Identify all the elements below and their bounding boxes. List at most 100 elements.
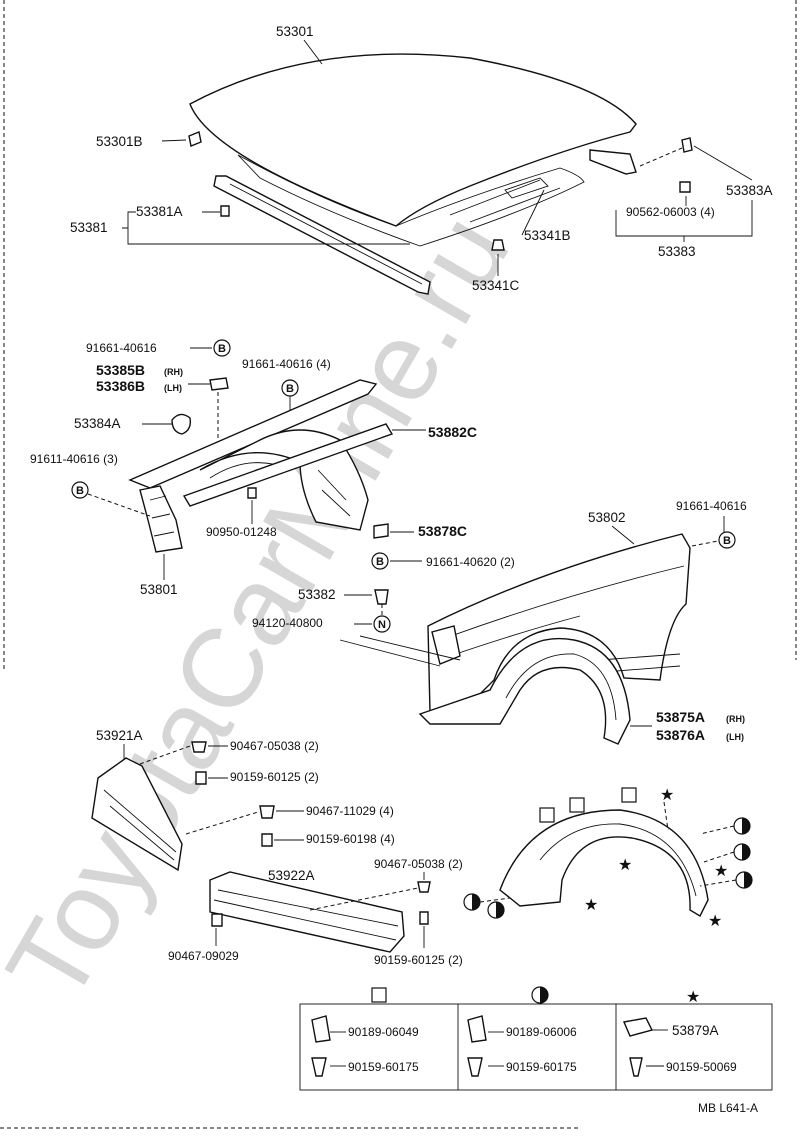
nut-90467-05038-b [417, 881, 431, 893]
label-94120-40800: 94120-40800 [252, 616, 323, 630]
fastener-legend [299, 1003, 773, 1091]
clip-53384A [171, 413, 192, 435]
body-edge [339, 635, 461, 667]
nut-mark-n [373, 615, 391, 633]
star-mark: ★ [584, 897, 598, 914]
label-90159-60125-c: 90159-60125 (2) [374, 953, 463, 967]
label-53385B: 53385B [96, 362, 145, 378]
diamond-mark [539, 807, 555, 823]
screw-90159-60198 [261, 833, 273, 847]
screw-90159-60125-b [419, 911, 429, 925]
star-mark: ★ [714, 863, 728, 880]
svg-text:B: B [723, 535, 731, 547]
svg-text:B: B [286, 383, 294, 395]
half-circle-mark [487, 901, 505, 919]
label-53386B: 53386B [96, 378, 145, 394]
star-mark: ★ [660, 787, 674, 804]
half-circle-mark [463, 893, 481, 911]
legend-col3-b: 90159-50069 [666, 1060, 737, 1074]
diagram-code: MB L641-A [698, 1101, 758, 1115]
label-91661-40616-a: 91661-40616 [86, 341, 157, 355]
legend-col2-b: 90159-60175 [506, 1060, 577, 1074]
bolt-mark-b [71, 481, 89, 499]
bolt-mark-b [371, 552, 389, 570]
label-91611-40616: 91611-40616 (3) [30, 452, 118, 466]
legend-star-header: ★ [686, 989, 700, 1006]
diamond-mark [569, 797, 585, 813]
legend-clip-icon [311, 1015, 331, 1043]
label-53381: 53381 [70, 220, 108, 235]
hood-bumper-53301B [188, 131, 202, 147]
label-91661-40616-d: 91661-40616 [676, 499, 747, 513]
svg-text:(LH): (LH) [164, 383, 182, 393]
shield-53882C [182, 423, 394, 507]
label-53341B: 53341B [524, 228, 571, 243]
diamond-mark [621, 787, 637, 803]
svg-text:(RH): (RH) [726, 714, 745, 724]
star-mark: ★ [708, 913, 722, 930]
label-53876A: 53876A [656, 727, 705, 743]
half-circle-mark [733, 843, 751, 861]
label-53341C: 53341C [472, 278, 520, 293]
fender-liner-53875A [418, 637, 631, 745]
label-90467-09029: 90467-09029 [168, 949, 239, 963]
legend-screw-icon [467, 1057, 483, 1077]
hood-hinge-53383 [589, 137, 693, 193]
label-53882C: 53882C [428, 424, 477, 440]
label-53878C: 53878C [418, 523, 467, 539]
nut-90467-11029 [259, 805, 275, 819]
label-53801: 53801 [140, 582, 178, 597]
hood-seal-53381 [213, 175, 431, 295]
svg-text:N: N [378, 619, 386, 631]
hood-panel [189, 53, 637, 247]
label-53382: 53382 [298, 587, 336, 602]
bolt-mark-b [213, 339, 231, 357]
clip-53381A [220, 205, 230, 217]
label-90562-06003: 90562-06003 (4) [626, 205, 715, 219]
label-53383: 53383 [658, 244, 696, 259]
legend-screw-icon [311, 1057, 327, 1077]
svg-text:B: B [376, 556, 384, 568]
label-90467-11029: 90467-11029 (4) [306, 804, 394, 818]
legend-col3-a: 53879A [672, 1023, 719, 1038]
nut-90467-05038 [191, 741, 207, 753]
label-53384A: 53384A [74, 416, 121, 431]
label-53383A: 53383A [726, 183, 773, 198]
label-91661-40620: 91661-40620 (2) [426, 555, 515, 569]
legend-col1-a: 90189-06049 [348, 1025, 419, 1039]
label-90159-60125-a: 90159-60125 (2) [230, 770, 319, 784]
legend-clip-53879A-icon [623, 1017, 654, 1037]
legend-diamond-header [371, 987, 387, 1003]
label-90159-60198: 90159-60198 (4) [306, 832, 395, 846]
label-53301: 53301 [276, 24, 314, 39]
bumper-retainer-53921A [91, 757, 183, 872]
label-91661-40616-b: 91661-40616 (4) [242, 357, 331, 371]
label-53301B: 53301B [96, 134, 143, 149]
label-53802: 53802 [588, 510, 626, 525]
legend-half-circle-header [531, 986, 549, 1004]
half-circle-mark [735, 871, 753, 889]
svg-text:(LH): (LH) [726, 732, 744, 742]
hood-bumper-53341C [491, 239, 505, 251]
star-mark: ★ [618, 857, 632, 874]
label-53381A: 53381A [136, 204, 183, 219]
bumper-retainer-53922A [209, 871, 405, 953]
legend-col2-a: 90189-06006 [506, 1025, 577, 1039]
label-90467-05038-a: 90467-05038 (2) [230, 739, 319, 753]
label-90467-05038-c: 90467-05038 (2) [374, 857, 463, 871]
label-53922A: 53922A [268, 868, 315, 883]
svg-text:B: B [218, 343, 226, 355]
bolt-mark-b [718, 531, 736, 549]
label-53875A: 53875A [656, 709, 705, 725]
svg-text:B: B [76, 485, 84, 497]
half-circle-mark [733, 817, 751, 835]
label-90950-01248: 90950-01248 [206, 525, 277, 539]
svg-text:(RH): (RH) [164, 367, 183, 377]
legend-screw-icon [629, 1057, 643, 1077]
bracket-53385B [209, 377, 229, 391]
bolt-53382 [374, 589, 389, 605]
label-53921A: 53921A [96, 728, 143, 743]
fender-liner-detail [499, 809, 709, 917]
clip-90467-09029 [211, 913, 223, 927]
